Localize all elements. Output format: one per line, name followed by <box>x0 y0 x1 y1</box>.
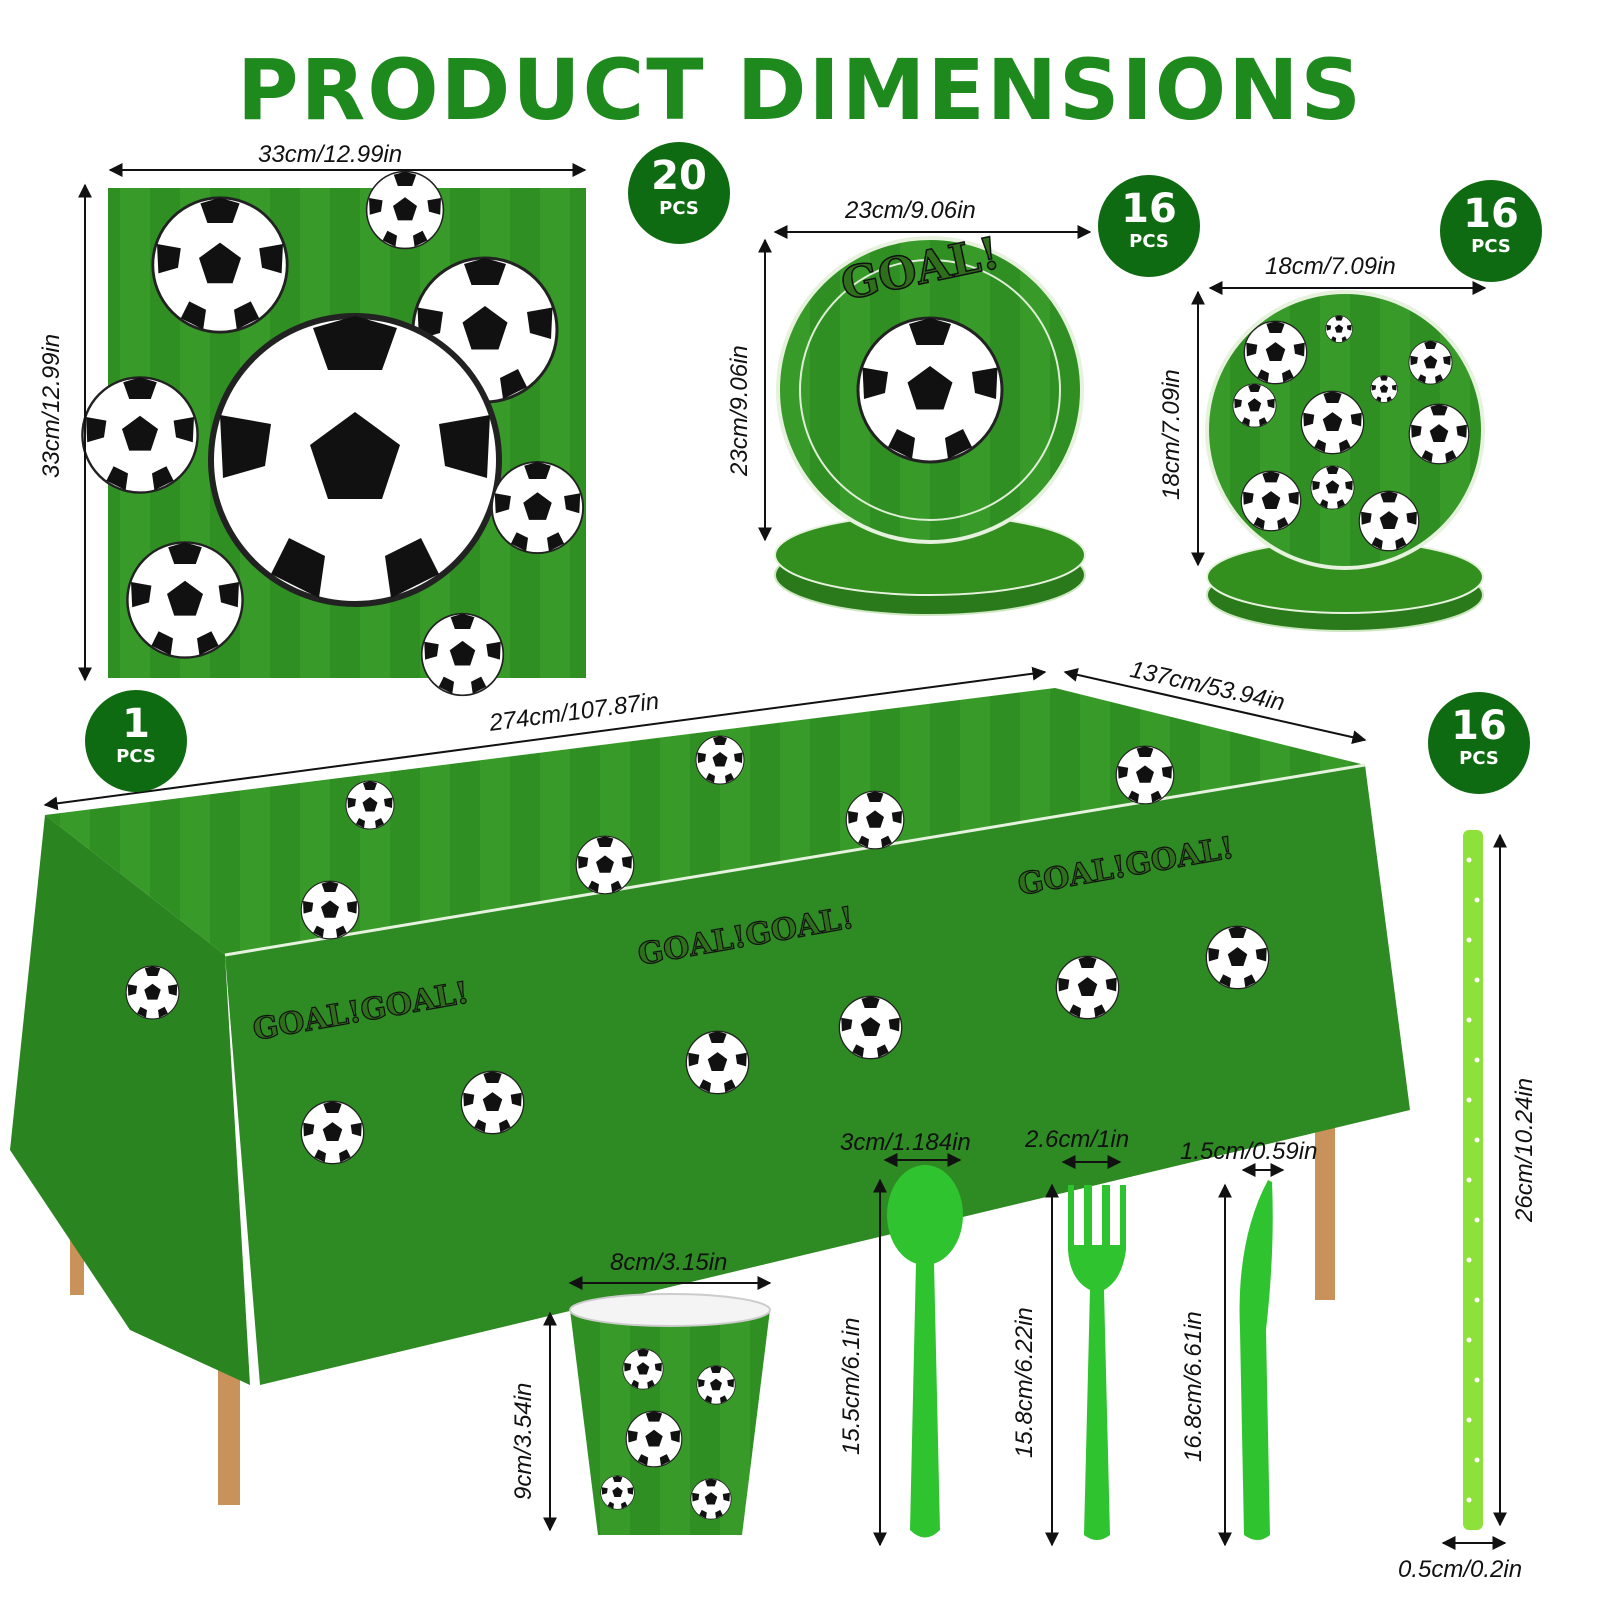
dessert-plate-image <box>1205 290 1485 632</box>
dinner-plate-height-label: 23cm/9.06in <box>726 345 753 476</box>
dimension-arrows <box>43 163 1507 1550</box>
spoon-width-label: 3cm/1.184in <box>840 1129 971 1156</box>
napkin-image <box>80 170 586 697</box>
badge-count: 16 <box>1463 191 1519 237</box>
cup-width-label: 8cm/3.15in <box>610 1249 728 1276</box>
badge-unit: PCS <box>116 746 156 767</box>
knife-width-label: 1.5cm/0.59in <box>1180 1138 1318 1165</box>
straw-width-label: 0.5cm/0.2in <box>1398 1556 1523 1583</box>
badge-count: 20 <box>651 153 707 199</box>
napkin-width-label: 33cm/12.99in <box>258 141 403 168</box>
dinner-plate-count-badge: 16 PCS <box>1098 175 1200 277</box>
straw-count-badge: 16 PCS <box>1428 692 1530 794</box>
spoon-image <box>887 1165 963 1538</box>
dessert-plate-width-label: 18cm/7.09in <box>1265 253 1396 280</box>
badge-unit: PCS <box>659 198 699 219</box>
badge-unit: PCS <box>1129 231 1169 252</box>
knife-image <box>1239 1180 1273 1540</box>
badge-unit: PCS <box>1459 748 1499 769</box>
fork-height-label: 15.8cm/6.22in <box>1011 1307 1038 1458</box>
badge-count: 16 <box>1121 186 1177 232</box>
dessert-plate-count-badge: 16 PCS <box>1440 180 1542 282</box>
straw-height-label: 26cm/10.24in <box>1511 1077 1538 1222</box>
napkin-count-badge: 20 PCS <box>628 142 730 244</box>
dinner-plate-image: GOAL! <box>774 227 1086 616</box>
cup-height-label: 9cm/3.54in <box>510 1382 537 1500</box>
tablecloth-count-badge: 1 PCS <box>85 690 187 792</box>
page-title: PRODUCT DIMENSIONS <box>237 41 1363 139</box>
straw-image <box>1463 830 1483 1530</box>
napkin-height-label: 33cm/12.99in <box>38 333 65 478</box>
fork-width-label: 2.6cm/1in <box>1025 1126 1130 1153</box>
dinner-plate-width-label: 23cm/9.06in <box>845 197 976 224</box>
knife-height-label: 16.8cm/6.61in <box>1180 1311 1207 1462</box>
fork-image <box>1068 1185 1126 1540</box>
cup-image <box>569 1293 771 1535</box>
badge-count: 16 <box>1451 703 1507 749</box>
badge-count: 1 <box>122 701 150 747</box>
spoon-height-label: 15.5cm/6.1in <box>838 1317 865 1455</box>
badge-unit: PCS <box>1471 236 1511 257</box>
dessert-plate-height-label: 18cm/7.09in <box>1158 369 1185 500</box>
